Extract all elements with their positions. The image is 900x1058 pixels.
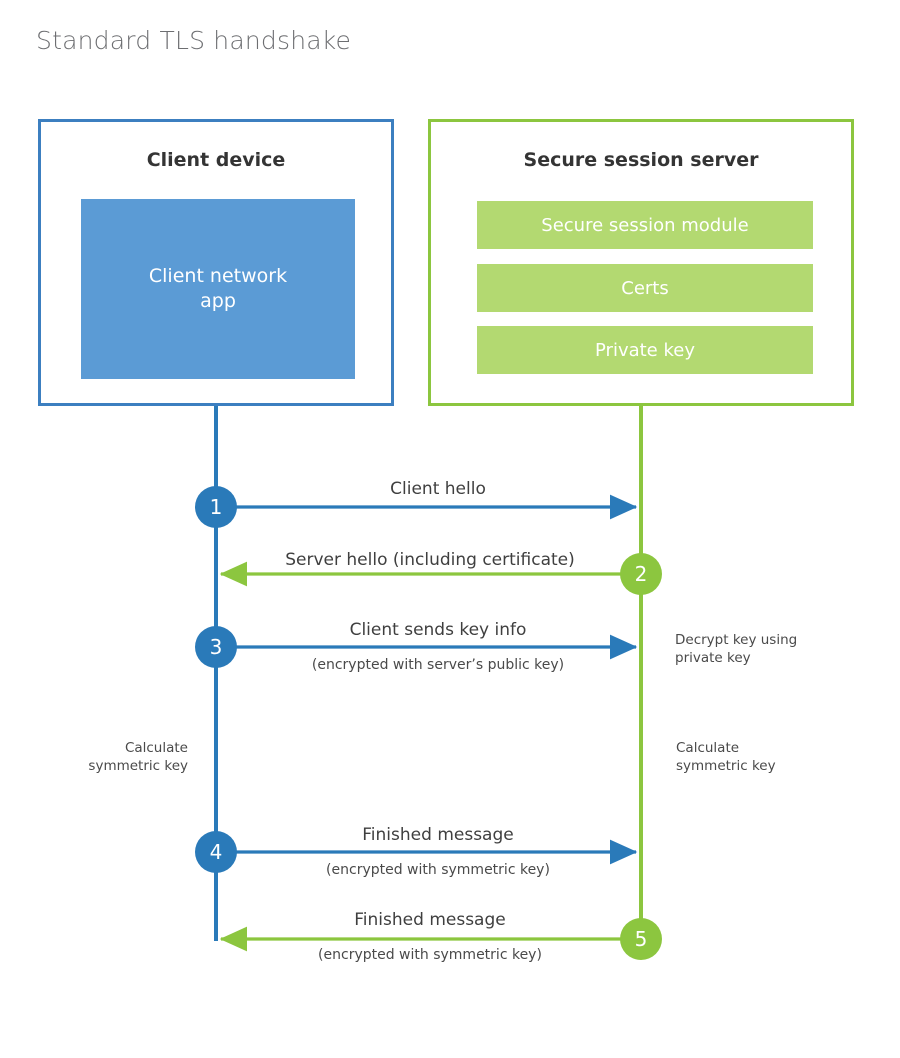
client-device-title: Client device [146,149,286,171]
client-app-label-line1: Client network [148,264,288,287]
client-network-app-label: Client network app [149,264,287,314]
step-3-sublabel: (encrypted with server’s public key) [311,657,565,673]
note-client-calculate-symmetric-key: Calculate symmetric key [88,740,188,775]
secure-session-server-title: Secure session server [523,149,759,171]
step-2-label: Server hello (including certificate) [285,550,575,570]
step-badge-2[interactable]: 2 [620,553,662,595]
step-badge-5[interactable]: 5 [620,918,662,960]
step-4-sublabel: (encrypted with symmetric key) [326,862,550,878]
client-network-app-block: Client network app [81,199,355,379]
step-1-label: Client hello [390,479,486,499]
server-module-secure-session-module: Secure session module [477,201,813,249]
step-5-sublabel: (encrypted with symmetric key) [318,947,542,963]
note-server-calculate-symmetric-key: Calculate symmetric key [676,740,776,775]
server-module-certs: Certs [477,264,813,312]
step-badge-1[interactable]: 1 [195,486,237,528]
note-decrypt-key: Decrypt key using private key [675,632,798,667]
step-badge-4[interactable]: 4 [195,831,237,873]
client-device-box: Client device Client network app [38,119,394,406]
server-module-private-key: Private key [477,326,813,374]
secure-session-server-box: Secure session server Secure session mod… [428,119,854,406]
step-3-label: Client sends key info [349,620,527,640]
page-title: Standard TLS handshake [36,26,352,55]
step-4-label: Finished message [362,825,514,845]
client-app-label-line2: app [200,290,236,312]
step-badge-3[interactable]: 3 [195,626,237,668]
step-5-label: Finished message [354,910,506,930]
